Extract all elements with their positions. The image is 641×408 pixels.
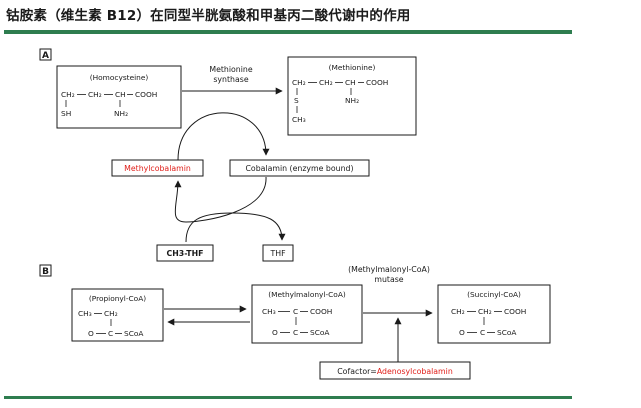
methionine-ch3: CH₃ — [292, 115, 306, 124]
propionyl-scoa: SCoA — [124, 329, 143, 338]
succinyl-c3: COOH — [504, 307, 526, 316]
homocysteine-sh: SH — [61, 109, 71, 118]
panel-b-label-box — [39, 264, 52, 277]
homocysteine-nh2: NH₂ — [114, 109, 128, 118]
propionyl-coa-name: (Propionyl-CoA) — [89, 294, 146, 303]
methylmalonyl-scoa: SCoA — [310, 328, 329, 337]
methionine-name: (Methionine) — [329, 63, 376, 72]
succinyl-c2: CH₂ — [478, 307, 492, 316]
methionine-synthase-label-2: synthase — [213, 75, 248, 84]
methylmalonyl-c1: CH₃ — [262, 307, 276, 316]
methylmalonyl-coa-box — [251, 284, 363, 344]
bottom-rule — [4, 396, 572, 399]
methionine-c2: CH₂ — [319, 78, 333, 87]
homocysteine-c1: CH₂ — [61, 90, 75, 99]
methylmalonyl-c3: COOH — [310, 307, 332, 316]
methylmalonyl-o: O — [272, 328, 278, 337]
methionine-c3: CH — [345, 78, 356, 87]
cobalamin-to-methylcobalamin-arrow — [174, 176, 267, 223]
propionyl-c: C — [108, 329, 113, 338]
succinyl-o: O — [459, 328, 465, 337]
mutase-label-2: mutase — [374, 275, 403, 284]
cobalamin-box — [229, 159, 370, 177]
panel-a-label-box — [39, 48, 52, 61]
methionine-box — [287, 56, 417, 136]
succinyl-c: C — [480, 328, 485, 337]
homocysteine-name: (Homocysteine) — [90, 73, 149, 82]
homocysteine-c4: COOH — [135, 90, 157, 99]
propionyl-o: O — [88, 329, 94, 338]
methylmalonyl-c2: C — [293, 307, 298, 316]
succinyl-scoa: SCoA — [497, 328, 516, 337]
propionyl-c1: CH₃ — [78, 309, 92, 318]
methionine-c1: CH₂ — [292, 78, 306, 87]
methylcobalamin-to-cobalamin-arrow — [177, 112, 270, 161]
cofactor-prefix: Cofactor= — [337, 367, 377, 376]
methylcobalamin-box — [111, 159, 204, 177]
methionine-s: S — [294, 96, 299, 105]
succinyl-coa-name: (Succinyl-CoA) — [467, 290, 521, 299]
methionine-c4: COOH — [366, 78, 388, 87]
cofactor-box — [319, 361, 471, 380]
homocysteine-c3: CH — [115, 90, 126, 99]
mutase-label-1: (Methylmalonyl-CoA) — [348, 265, 430, 274]
top-rule — [4, 30, 572, 34]
page-title: 钴胺素（维生素 B12）在同型半胱氨酸和甲基丙二酸代谢中的作用 — [6, 8, 411, 24]
panel-a-label: A — [42, 51, 49, 61]
ch3thf-to-thf-arrow — [185, 212, 286, 243]
thf-label: THF — [269, 249, 286, 258]
homocysteine-c2: CH₂ — [88, 90, 102, 99]
propionyl-coa-box — [71, 288, 164, 342]
adenosylcobalamin-label: Adenosylcobalamin — [377, 367, 453, 376]
panel-b-label: B — [42, 267, 49, 277]
methionine-nh2: NH₂ — [345, 96, 359, 105]
propionyl-c2: CH₂ — [104, 309, 118, 318]
ch3thf-label: CH3-THF — [167, 249, 204, 258]
methylmalonyl-c: C — [293, 328, 298, 337]
methylcobalamin-label: Methylcobalamin — [124, 164, 191, 173]
homocysteine-box — [56, 65, 182, 129]
methionine-synthase-label-1: Methionine — [209, 65, 253, 74]
cobalamin-label: Cobalamin (enzyme bound) — [245, 164, 353, 173]
thf-box — [262, 244, 294, 262]
ch3thf-box — [156, 244, 214, 262]
methylmalonyl-coa-name: (Methylmalonyl-CoA) — [268, 290, 346, 299]
succinyl-c1: CH₂ — [451, 307, 465, 316]
cofactor-text: Cofactor=Adenosylcobalamin — [337, 367, 453, 376]
succinyl-coa-box — [437, 284, 551, 344]
